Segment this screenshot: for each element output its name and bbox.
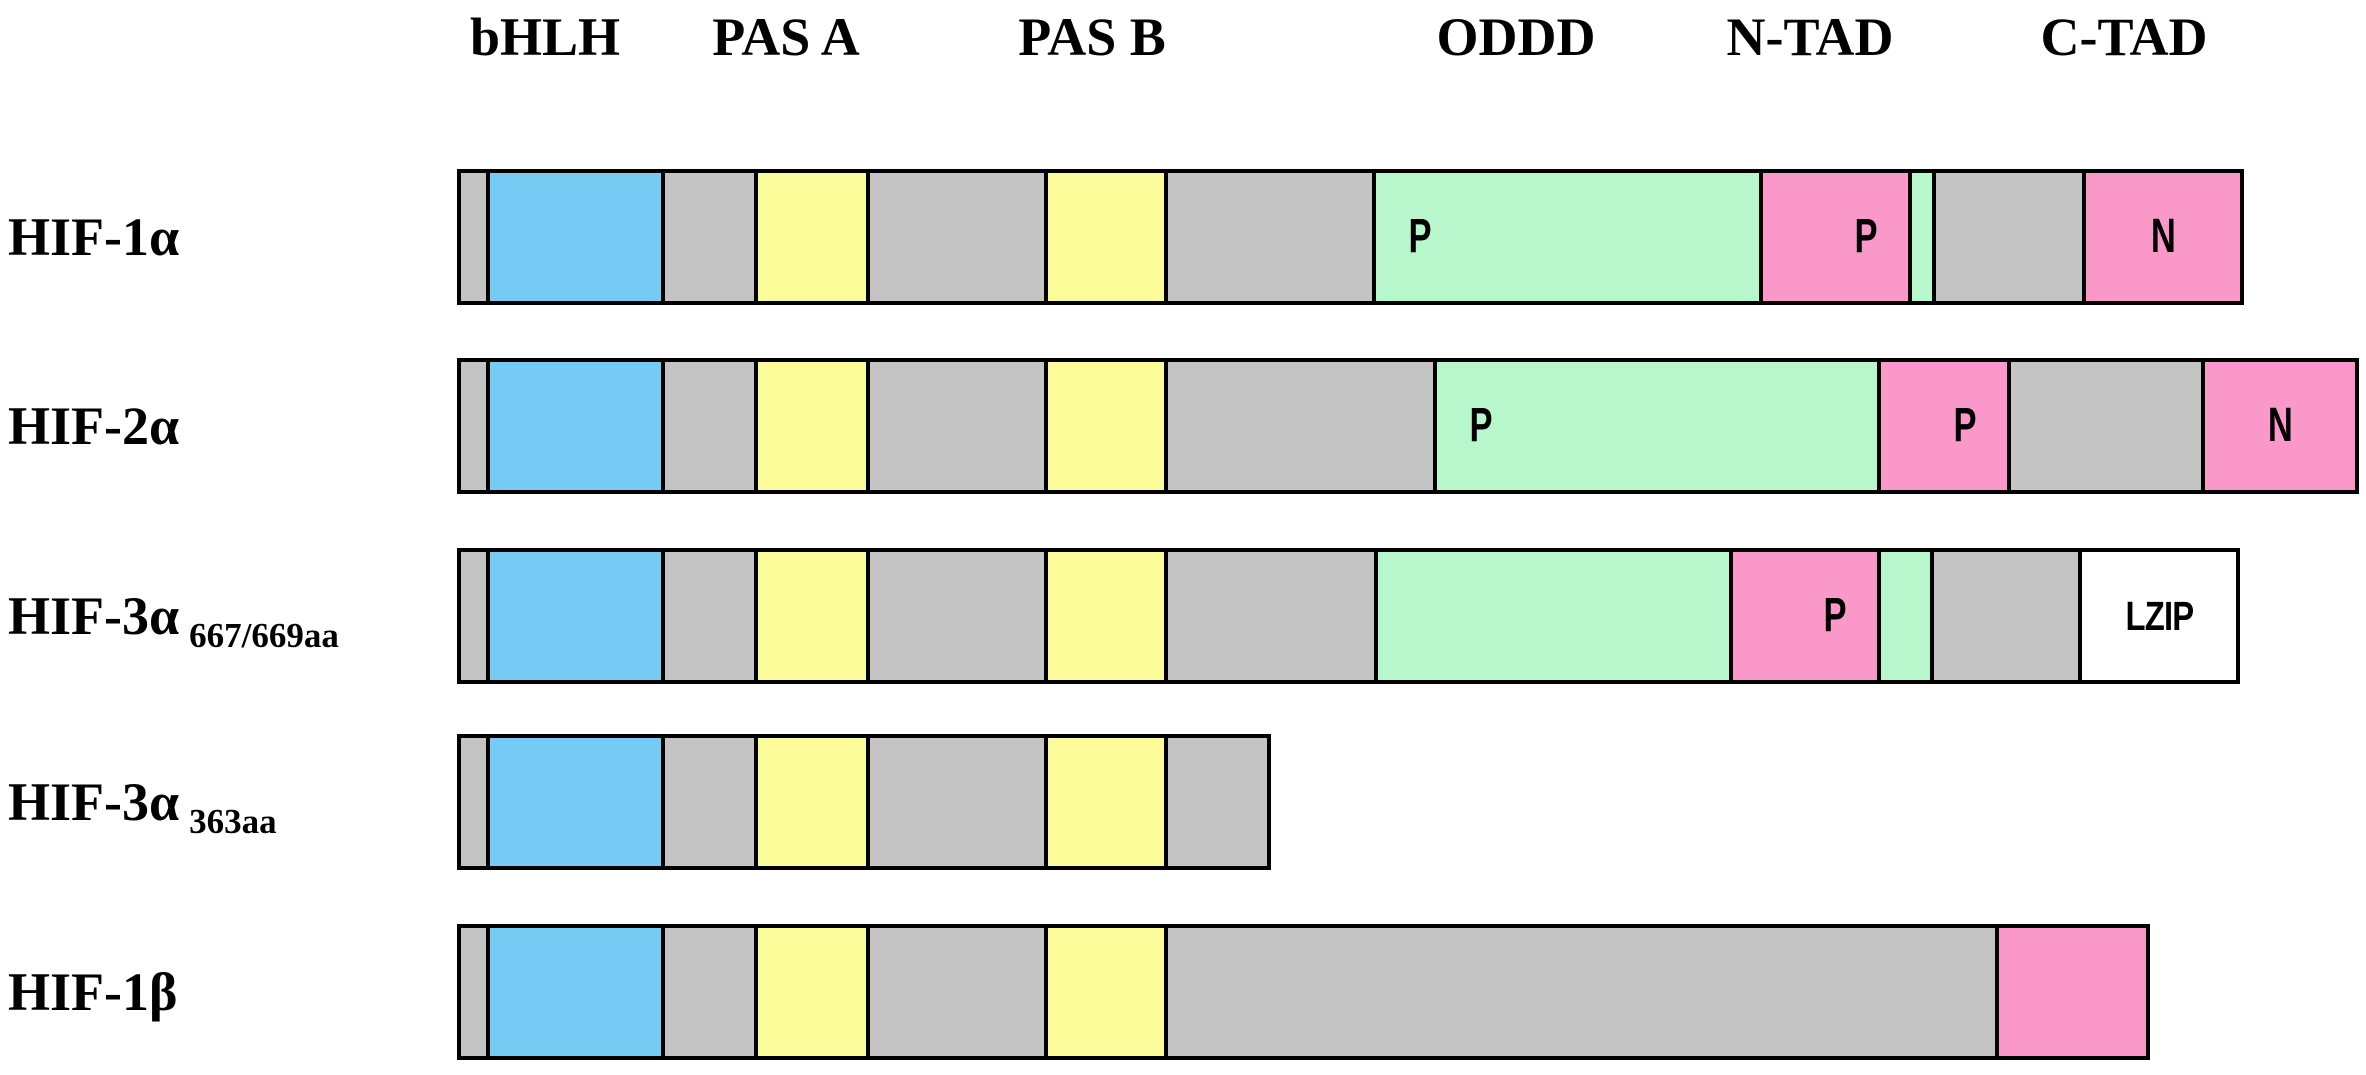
- domain-segment-n-tad: P: [1881, 362, 2011, 490]
- domain-segment-pas-a: [758, 173, 870, 301]
- protein-name-hif-1b: HIF-1β: [8, 928, 458, 1056]
- site-marker-P: P: [1408, 210, 1432, 263]
- domain-segment-n-tad: P: [1733, 552, 1881, 680]
- domain-segment-pas-a: [758, 738, 870, 866]
- domain-segment-pas-b: [1048, 362, 1168, 490]
- domain-segment-linker: [1168, 552, 1378, 680]
- domain-segment-c-tad: N: [2205, 362, 2355, 490]
- protein-name-text: HIF-1α: [8, 207, 180, 267]
- domain-segment-linker: [665, 173, 758, 301]
- protein-name-subscript: 363aa: [189, 802, 277, 841]
- domain-segment-n-tad: P: [1763, 173, 1912, 301]
- domain-segment-oddd-sliver: [1912, 173, 1936, 301]
- domain-segment-linker: [1168, 362, 1437, 490]
- domain-segment-pas-a: [758, 552, 870, 680]
- domain-segment-linker: [1936, 173, 2086, 301]
- domain-segment-pas-b: [1048, 928, 1168, 1056]
- domain-header-oddd: ODDD: [1436, 7, 1596, 67]
- protein-name-text: HIF-2α: [8, 396, 180, 456]
- protein-name-text: HIF-3α: [8, 586, 180, 646]
- protein-bar: [457, 924, 2150, 1060]
- domain-segment-n-terminus: [461, 738, 490, 866]
- domain-segment-oddd: [1378, 552, 1733, 680]
- domain-segment-linker: [665, 362, 758, 490]
- domain-segment-bhlh: [490, 173, 665, 301]
- protein-bar: [457, 734, 1271, 870]
- site-marker-P: P: [1854, 210, 1878, 263]
- domain-header-c-tad: C-TAD: [2040, 7, 2208, 67]
- domain-segment-linker: [665, 552, 758, 680]
- protein-name-hif-3a-667: HIF-3α 667/669aa: [8, 552, 458, 680]
- domain-segment-linker: [870, 552, 1048, 680]
- domain-segment-n-terminus: [461, 928, 490, 1056]
- protein-bar: P LZIP: [457, 548, 2240, 684]
- domain-header-pas-b: PAS B: [1018, 7, 1166, 67]
- domain-segment-pas-a: [758, 362, 870, 490]
- domain-segment-linker: [870, 738, 1048, 866]
- domain-header-bhlh: bHLH: [469, 7, 621, 67]
- domain-segment-linker: [870, 362, 1048, 490]
- domain-segment-n-terminus: [461, 362, 490, 490]
- domain-segment-linker: [665, 738, 758, 866]
- domain-segment-oddd: P: [1437, 362, 1881, 490]
- domain-segment-bhlh: [490, 928, 665, 1056]
- domain-segment-linker: [1934, 552, 2082, 680]
- site-marker-P: P: [1953, 399, 1977, 452]
- lzip-label: LZIP: [2125, 592, 2194, 639]
- domain-segment-linker: [870, 928, 1048, 1056]
- domain-header-n-tad: N-TAD: [1726, 7, 1894, 67]
- domain-header-pas-a: PAS A: [712, 7, 860, 67]
- protein-name-hif-2a: HIF-2α: [8, 362, 458, 490]
- domain-segment-pas-b: [1048, 738, 1168, 866]
- site-marker-P: P: [1469, 399, 1493, 452]
- protein-name-subscript: 667/669aa: [189, 616, 339, 655]
- domain-segment-bhlh: [490, 362, 665, 490]
- site-marker-P: P: [1823, 589, 1847, 642]
- domain-segment-n-terminus: [461, 552, 490, 680]
- domain-segment-lzip: LZIP: [2082, 552, 2236, 680]
- domain-segment-c-tad: N: [2086, 173, 2240, 301]
- domain-segment-linker: [1168, 928, 1999, 1056]
- domain-segment-linker: [870, 173, 1048, 301]
- domain-segment-oddd: P: [1376, 173, 1763, 301]
- domain-segment-linker: [665, 928, 758, 1056]
- domain-segment-pas-a: [758, 928, 870, 1056]
- domain-segment-c-tad: [1999, 928, 2146, 1056]
- protein-name-hif-1a: HIF-1α: [8, 173, 458, 301]
- domain-segment-bhlh: [490, 552, 665, 680]
- domain-segment-c-terminus: [1168, 738, 1267, 866]
- domain-segment-pas-b: [1048, 552, 1168, 680]
- site-marker-N: N: [2267, 399, 2293, 452]
- domain-segment-pas-b: [1048, 173, 1168, 301]
- domain-segment-n-terminus: [461, 173, 490, 301]
- protein-name-text: HIF-1β: [8, 962, 178, 1022]
- site-marker-N: N: [2150, 210, 2176, 263]
- domain-segment-linker: [1168, 173, 1376, 301]
- protein-name-text: HIF-3α: [8, 772, 180, 832]
- domain-segment-bhlh: [490, 738, 665, 866]
- domain-segment-linker: [2011, 362, 2205, 490]
- domain-segment-oddd-sliver: [1881, 552, 1934, 680]
- protein-name-hif-3a-363: HIF-3α 363aa: [8, 738, 458, 866]
